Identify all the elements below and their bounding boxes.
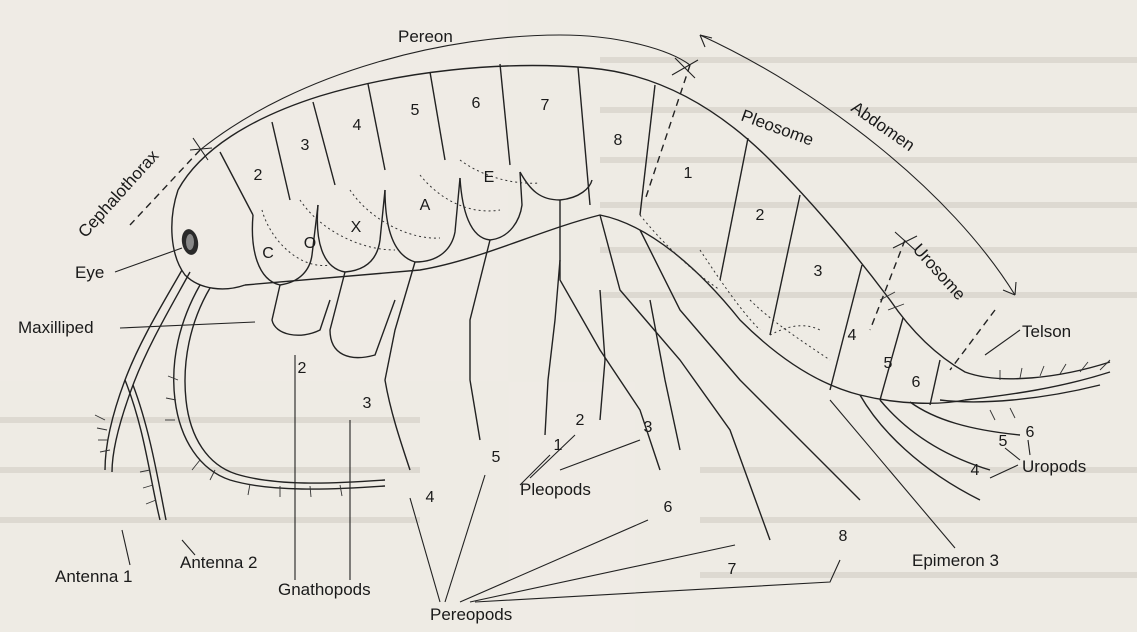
pereon-segment-number: 5 — [411, 102, 420, 119]
pereon-segment-number: 8 — [614, 132, 623, 149]
pereon-segment-number: 7 — [541, 97, 550, 114]
uropods-label: Uropods — [1022, 457, 1086, 476]
urosome-segment-number: 5 — [884, 355, 893, 372]
pleopod-number: 3 — [644, 419, 653, 436]
uropod-number: 6 — [1026, 424, 1035, 441]
pereopod-number: 5 — [492, 449, 501, 466]
uropod-number: 4 — [971, 462, 980, 479]
pereopod-number: 6 — [664, 499, 673, 516]
gnathopod-number: 2 — [298, 360, 307, 377]
pereopods-label: Pereopods — [430, 605, 512, 624]
gnathopod-number: 3 — [363, 395, 372, 412]
pereopod-number: 7 — [728, 561, 737, 578]
uropod-number: 5 — [999, 433, 1008, 450]
epimeron3-label: Epimeron 3 — [912, 551, 999, 570]
coxa-letter-e: E — [484, 169, 495, 186]
telson-label: Telson — [1022, 322, 1071, 341]
pleosome-segment-number: 1 — [684, 165, 693, 182]
antenna1-label: Antenna 1 — [55, 567, 133, 586]
urosome-segment-number: 6 — [912, 374, 921, 391]
pereopod-number: 4 — [426, 489, 435, 506]
antenna2-label: Antenna 2 — [180, 553, 258, 572]
coxa-letter-o: O — [304, 235, 316, 252]
pereon-segment-number: 2 — [254, 167, 263, 184]
maxilliped-label: Maxilliped — [18, 318, 94, 337]
pleopod-number: 2 — [576, 412, 585, 429]
gnathopods-label: Gnathopods — [278, 580, 371, 599]
pereon-segment-number: 3 — [301, 137, 310, 154]
pereon-segment-number: 6 — [472, 95, 481, 112]
pleopods-label: Pleopods — [520, 480, 591, 499]
eye-label: Eye — [75, 263, 104, 282]
pereopod-number: 8 — [839, 528, 848, 545]
pleosome-segment-number: 3 — [814, 263, 823, 280]
pleosome-segment-number: 2 — [756, 207, 765, 224]
coxa-letter-x: X — [351, 219, 362, 236]
pereon-segment-number: 4 — [353, 117, 362, 134]
urosome-segment-number: 4 — [848, 327, 857, 344]
coxa-letter-a: A — [420, 197, 431, 214]
pereon-label: Pereon — [398, 27, 453, 46]
coxa-letter-c: C — [262, 245, 274, 262]
